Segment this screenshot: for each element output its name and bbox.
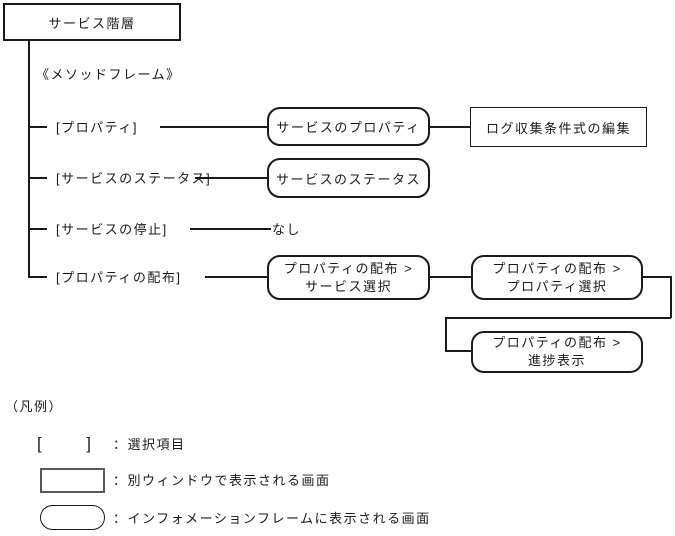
screen-dist-progress-line1: プロパティの配布 > xyxy=(492,335,622,350)
tree-item-property-distribution: [プロパティの配布] xyxy=(56,270,182,285)
elbow-connector-line xyxy=(670,276,672,318)
branch-tick-line xyxy=(28,276,47,278)
elbow-connector-line xyxy=(445,317,447,351)
screen-dist-property-select: プロパティの配布 > プロパティ選択 xyxy=(471,255,643,300)
elbow-connector-line xyxy=(445,350,471,352)
screen-dist-progress: プロパティの配布 > 進捗表示 xyxy=(471,331,643,373)
screen-none-label: なし xyxy=(272,222,302,237)
screen-dist-service-select: プロパティの配布 > サービス選択 xyxy=(267,255,430,300)
root-node-label: サービス階層 xyxy=(48,15,136,31)
branch-tick-line xyxy=(28,228,47,230)
close-bracket-glyph: ] xyxy=(86,434,91,453)
legend-info-frame-symbol xyxy=(40,505,105,530)
screen-dist-service-select-line2: サービス選択 xyxy=(304,278,392,294)
screen-dist-progress-line2: 進捗表示 xyxy=(527,353,586,368)
method-frame-caption: 《メソッドフレーム》 xyxy=(36,67,181,82)
elbow-connector-line xyxy=(643,276,671,278)
screen-service-status: サービスのステータス xyxy=(267,158,430,198)
connector-line xyxy=(430,126,470,128)
open-bracket-glyph: [ xyxy=(37,434,42,453)
connector-line xyxy=(190,228,271,230)
legend-window-symbol xyxy=(40,468,105,493)
legend-window-label: ：別ウィンドウで表示される画面 xyxy=(113,473,331,488)
legend-selection-symbol: [ ] xyxy=(37,434,91,454)
root-node-box: サービス階層 xyxy=(3,3,181,41)
legend-selection-label: ：選択項目 xyxy=(113,437,186,452)
tree-item-properties: [プロパティ] xyxy=(56,120,138,135)
connector-line xyxy=(160,126,267,128)
branch-tick-line xyxy=(28,126,47,128)
screen-service-properties-label: サービスのプロパティ xyxy=(276,120,421,135)
screen-service-properties: サービスのプロパティ xyxy=(267,107,430,146)
legend-info-frame-label: ：インフォメーションフレームに表示される画面 xyxy=(113,511,431,526)
screen-log-condition-edit: ログ収集条件式の編集 xyxy=(470,107,647,147)
screen-dist-service-select-line1: プロパティの配布 > xyxy=(283,260,414,276)
tree-item-service-stop: [サービスの停止] xyxy=(56,222,168,237)
connector-line xyxy=(430,276,471,278)
tree-item-service-status: [サービスのステータス] xyxy=(56,171,212,186)
legend-title: （凡例） xyxy=(5,399,64,414)
connector-line xyxy=(195,177,267,179)
branch-tick-line xyxy=(28,177,47,179)
screen-service-status-label: サービスのステータス xyxy=(275,171,421,187)
tree-trunk-line xyxy=(28,41,30,278)
screen-log-condition-edit-label: ログ収集条件式の編集 xyxy=(485,120,631,136)
connector-line xyxy=(205,276,267,278)
screen-dist-property-select-line1: プロパティの配布 > xyxy=(492,260,622,276)
screen-dist-property-select-line2: プロパティ選択 xyxy=(506,278,608,294)
elbow-connector-line xyxy=(445,317,671,319)
